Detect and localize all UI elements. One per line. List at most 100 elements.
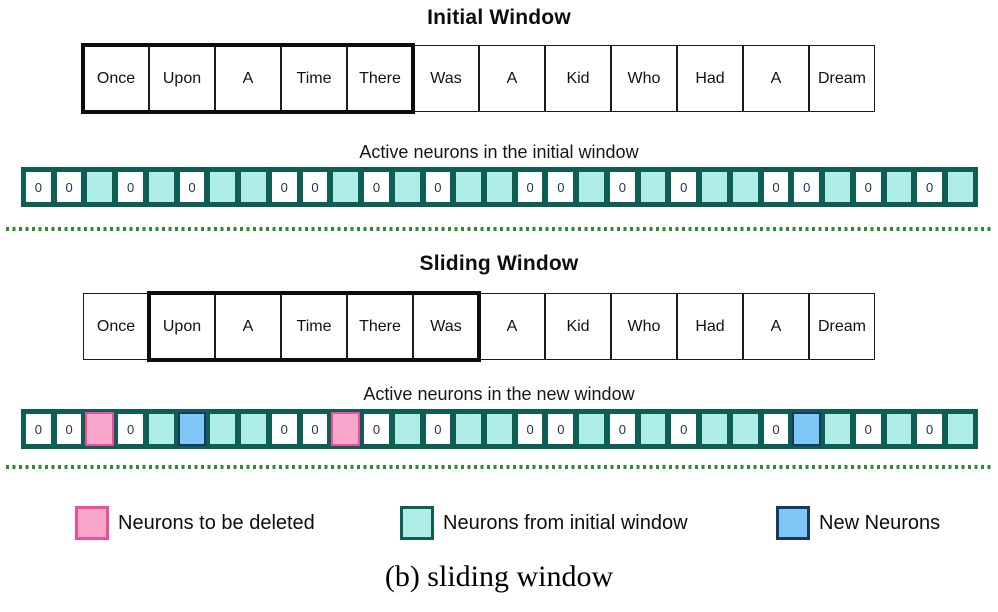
word-cell: There [347, 293, 413, 360]
legend-item-deleted: Neurons to be deleted [75, 503, 315, 543]
figure-caption: (b) sliding window [384, 560, 614, 593]
legend-label: Neurons to be deleted [118, 511, 315, 534]
inactive-neuron-cell: 0 [607, 412, 637, 446]
word-cell: A [743, 293, 809, 360]
inactive-neuron-cell: 0 [423, 170, 453, 204]
inactive-neuron-cell: 0 [300, 170, 330, 204]
word-cell: There [347, 45, 413, 112]
word-cell: Who [611, 45, 677, 112]
inactive-neuron-cell: 0 [24, 412, 53, 446]
word-cell: Was [413, 45, 479, 112]
pink-neuron-cell [85, 412, 115, 446]
initial-window-title: Initial Window [427, 6, 571, 29]
cyan-neuron-cell [884, 412, 914, 446]
word-cell: Kid [545, 293, 611, 360]
inactive-neuron-cell: 0 [546, 412, 576, 446]
inactive-neuron-cell: 0 [607, 170, 637, 204]
inactive-neuron-cell: 0 [669, 412, 699, 446]
word-cell: Upon [149, 293, 215, 360]
cyan-neuron-cell [146, 170, 176, 204]
legend-item-initial: Neurons from initial window [400, 503, 688, 543]
word-cell: Was [413, 293, 479, 360]
cyan-neuron-cell [700, 412, 729, 446]
inactive-neuron-cell: 0 [853, 412, 883, 446]
word-cell: Dream [809, 293, 875, 360]
cyan-neuron-cell [392, 170, 422, 204]
inactive-neuron-cell: 0 [792, 170, 822, 204]
cyan-neuron-cell [392, 412, 422, 446]
legend-item-new: New Neurons [776, 503, 940, 543]
cyan-neuron-cell [485, 412, 514, 446]
word-cell: Time [281, 45, 347, 112]
legend-label: Neurons from initial window [443, 511, 688, 534]
word-cell: Time [281, 293, 347, 360]
inactive-neuron-cell: 0 [362, 170, 391, 204]
word-cell: Kid [545, 45, 611, 112]
cyan-neuron-cell [85, 170, 115, 204]
word-cell: Upon [149, 45, 215, 112]
cyan-neuron-cell [331, 170, 361, 204]
inactive-neuron-cell: 0 [515, 170, 545, 204]
cyan-neuron-cell [700, 170, 729, 204]
cyan-neuron-cell [823, 170, 852, 204]
cyan-neuron-cell [485, 170, 514, 204]
inactive-neuron-cell: 0 [423, 412, 453, 446]
blue-neuron-cell [177, 412, 207, 446]
cyan-neuron-cell [239, 170, 268, 204]
cyan-neuron-cell [454, 412, 484, 446]
cyan-neuron-cell [146, 412, 176, 446]
inactive-neuron-cell: 0 [915, 170, 945, 204]
inactive-neuron-cell: 0 [54, 170, 84, 204]
dotted-divider [6, 465, 992, 469]
inactive-neuron-cell: 0 [24, 170, 53, 204]
initial-neurons-label: Active neurons in the initial window [359, 142, 639, 162]
word-cell: Once [83, 45, 149, 112]
word-cell: A [479, 293, 545, 360]
cyan-neuron-cell [638, 412, 668, 446]
cyan-neuron-cell [730, 412, 760, 446]
inactive-neuron-cell: 0 [761, 170, 791, 204]
word-cell: Dream [809, 45, 875, 112]
word-cell: Had [677, 45, 743, 112]
cyan-neuron-cell [884, 170, 914, 204]
inactive-neuron-cell: 0 [362, 412, 391, 446]
inactive-neuron-cell: 0 [177, 170, 207, 204]
cyan-neuron-cell [208, 170, 238, 204]
word-cell: Once [83, 293, 149, 360]
word-cell: Who [611, 293, 677, 360]
inactive-neuron-cell: 0 [515, 412, 545, 446]
inactive-neuron-cell: 0 [853, 170, 883, 204]
inactive-neuron-cell: 0 [269, 170, 299, 204]
inactive-neuron-cell: 0 [54, 412, 84, 446]
inactive-neuron-cell: 0 [116, 412, 145, 446]
inactive-neuron-cell: 0 [546, 170, 576, 204]
pink-neuron-cell [331, 412, 361, 446]
cyan-neuron-cell [454, 170, 484, 204]
legend-label: New Neurons [819, 511, 941, 534]
cyan-neuron-cell [577, 170, 606, 204]
cyan-neuron-cell [239, 412, 268, 446]
word-cell: A [479, 45, 545, 112]
dotted-divider [6, 227, 992, 231]
word-cell: A [215, 45, 281, 112]
cyan-neuron-cell [638, 170, 668, 204]
cyan-neuron-cell [730, 170, 760, 204]
inactive-neuron-cell: 0 [761, 412, 791, 446]
inactive-neuron-cell: 0 [269, 412, 299, 446]
inactive-neuron-cell: 0 [915, 412, 945, 446]
inactive-neuron-cell: 0 [116, 170, 145, 204]
pink-swatch-icon [75, 506, 109, 540]
inactive-neuron-cell: 0 [300, 412, 330, 446]
cyan-neuron-cell [208, 412, 238, 446]
cyan-swatch-icon [400, 506, 434, 540]
blue-neuron-cell [792, 412, 822, 446]
cyan-neuron-cell [946, 412, 975, 446]
word-cell: Had [677, 293, 743, 360]
new-neurons-label: Active neurons in the new window [363, 384, 635, 404]
word-cell: A [215, 293, 281, 360]
inactive-neuron-cell: 0 [669, 170, 699, 204]
